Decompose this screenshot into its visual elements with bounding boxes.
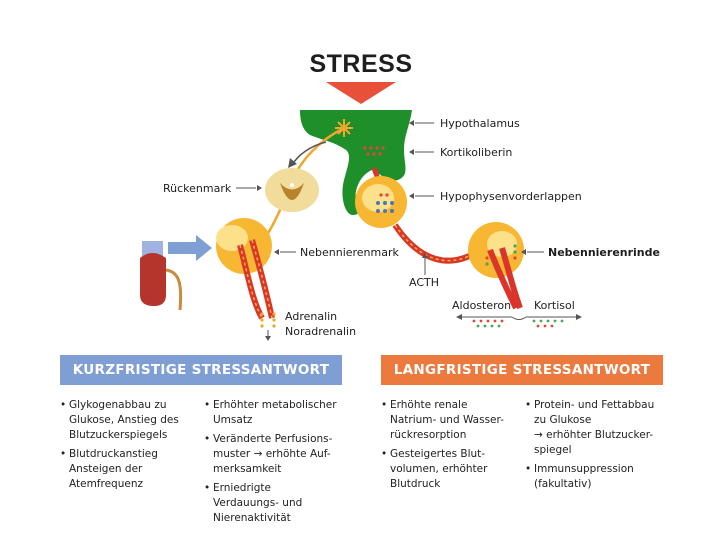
label-nebennierenrinde: Nebennierenrinde xyxy=(548,246,660,259)
list-item: •Veränderte Perfusions- muster → erhöhte… xyxy=(204,433,333,475)
list-item: •Glykogenabbau zu Glukose, Anstieg des B… xyxy=(60,399,179,441)
list-item: •Blutdruckanstieg Ansteigen der Atemfreq… xyxy=(60,448,158,490)
cortex-dots xyxy=(485,244,517,266)
kidney-arrow xyxy=(168,235,212,261)
short-term-banner: KURZFRISTIGE STRESSANTWORT xyxy=(60,355,342,385)
long-term-right-list: •Protein- und Fettabbau zu Glukose → erh… xyxy=(525,398,670,496)
kidney-shape xyxy=(140,253,166,306)
list-item: •Erhöhte renale Natrium- und Wasser- rüc… xyxy=(381,399,504,441)
list-item: •Protein- und Fettabbau zu Glukose → erh… xyxy=(525,399,655,456)
neuron-star xyxy=(335,119,353,137)
kortisol-arrow xyxy=(526,314,582,328)
long-term-left-list: •Erhöhte renale Natrium- und Wasser- rüc… xyxy=(381,398,516,496)
label-rueckenmark: Rückenmark xyxy=(163,182,232,195)
aldosteron-arrow xyxy=(456,314,512,328)
list-item: •Erhöhter metabolischer Umsatz xyxy=(204,399,337,426)
label-hypothalamus: Hypothalamus xyxy=(440,117,520,130)
label-hypophyse: Hypophysenvorderlappen xyxy=(440,190,582,203)
long-term-banner: LANGFRISTIGE STRESSANTWORT xyxy=(381,355,663,385)
label-kortikoliberin: Kortikoliberin xyxy=(440,146,513,159)
stress-arrow xyxy=(326,82,396,104)
label-acth: ACTH xyxy=(409,276,440,289)
label-kortisol: Kortisol xyxy=(534,299,575,312)
label-aldosteron: Aldosteron xyxy=(452,299,512,312)
adrenalin-dots xyxy=(260,312,276,328)
label-pointers xyxy=(236,120,544,275)
stress-title: STRESS xyxy=(309,50,413,78)
short-term-left-list: •Glykogenabbau zu Glukose, Anstieg des B… xyxy=(60,398,190,496)
list-item: •Erniedrigte Verdauungs- und Nierenaktiv… xyxy=(204,482,303,524)
kortikoliberin-dots xyxy=(363,146,385,156)
label-adrenalin: Adrenalin xyxy=(285,310,338,323)
short-term-right-list: •Erhöhter metabolischer Umsatz •Veränder… xyxy=(204,398,354,530)
label-noradrenalin: Noradrenalin xyxy=(285,325,357,338)
list-item: •Gesteigertes Blut- volumen, erhöhter Bl… xyxy=(381,448,488,490)
acth-dots-pituitary xyxy=(376,193,394,213)
blood-vessel-acth xyxy=(392,223,482,264)
kidney-adrenal-box xyxy=(142,241,163,257)
label-nebennierenmark: Nebennierenmark xyxy=(300,246,399,259)
list-item: •Immunsuppression (fakultativ) xyxy=(525,463,634,490)
